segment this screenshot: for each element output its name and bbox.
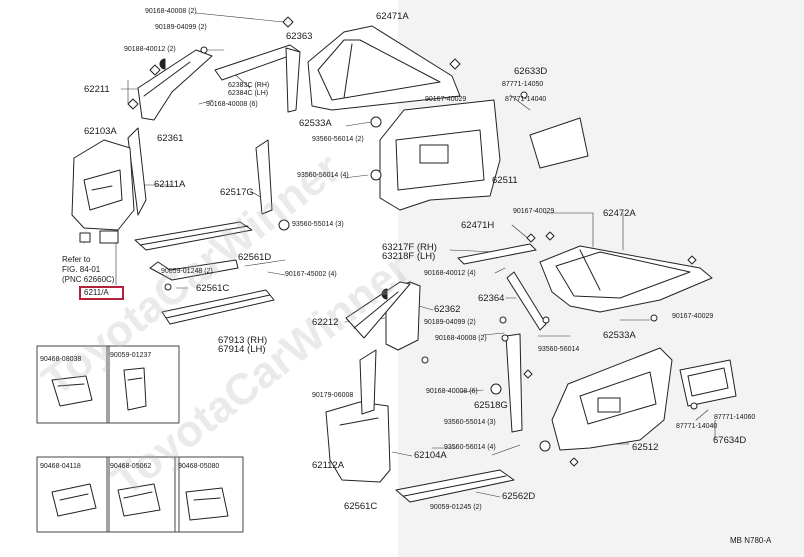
part-label[interactable]: 62361 xyxy=(157,133,184,144)
part-label[interactable]: 87771-14040 xyxy=(505,96,547,103)
part-label[interactable]: 62212 xyxy=(312,317,339,328)
part-label[interactable]: 93560-56014 (2) xyxy=(312,136,364,143)
reference-note: Refer to FIG. 84-01 (PNC 62660C) xyxy=(62,255,115,284)
part-label[interactable]: 90188-40012 (2) xyxy=(124,46,176,53)
part-label[interactable]: 93560-55014 (3) xyxy=(444,419,496,426)
front-pillar-garnish xyxy=(127,44,301,216)
part-label[interactable]: 62383C (RH) xyxy=(228,82,270,89)
trim-panel-upper xyxy=(379,99,501,211)
center-pillar-garnish xyxy=(255,139,421,351)
part-label[interactable]: 62363 xyxy=(286,31,313,42)
diagram-id: MB N780-A xyxy=(730,536,772,545)
part-label[interactable]: 62471A xyxy=(376,11,409,22)
part-label[interactable]: 90168-40012 (4) xyxy=(424,270,476,277)
inset-label[interactable]: 90468-05080 xyxy=(178,463,220,470)
trim-panel-lower xyxy=(551,347,737,451)
part-label[interactable]: 63218F (LH) xyxy=(382,251,436,262)
part-label[interactable]: 62533A xyxy=(299,118,332,129)
part-label[interactable]: 62111A xyxy=(154,179,186,190)
part-label[interactable]: 62533A xyxy=(603,330,636,341)
part-label[interactable]: 62561D xyxy=(238,252,272,263)
rear-sill-plate xyxy=(395,469,515,503)
part-label[interactable]: 62511 xyxy=(492,175,518,186)
part-label[interactable]: 62103A xyxy=(84,126,117,137)
part-label[interactable]: 93560-55014 (3) xyxy=(292,221,344,228)
part-label[interactable]: 62561C xyxy=(344,501,378,512)
quarter-glass-panel xyxy=(529,117,589,169)
quarter-trim-front xyxy=(71,139,135,231)
part-label[interactable]: 62104A xyxy=(414,450,447,461)
part-label[interactable]: 90167-45002 (4) xyxy=(285,271,337,278)
inset-parts xyxy=(51,367,229,521)
part-label[interactable]: 62512 xyxy=(632,442,659,453)
part-label[interactable]: 90189-04099 (2) xyxy=(155,24,207,31)
inset-label[interactable]: 90468-04118 xyxy=(40,463,81,470)
part-label[interactable]: 62112A xyxy=(312,460,345,471)
part-label[interactable]: 62362 xyxy=(434,304,461,315)
part-label[interactable]: 67914 (LH) xyxy=(218,344,266,355)
part-label[interactable]: 62364 xyxy=(478,293,505,304)
part-label[interactable]: 90189-04099 (2) xyxy=(424,319,476,326)
part-label[interactable]: 62472A xyxy=(603,208,636,219)
part-label[interactable]: 93560-56014 (4) xyxy=(444,444,496,451)
part-label[interactable]: 90168-40008 (6) xyxy=(426,388,478,395)
part-label[interactable]: 90059-01248 (2) xyxy=(161,268,213,275)
inset-label[interactable]: 90468-08038 xyxy=(40,356,82,363)
inset-label[interactable]: 90468-05062 xyxy=(110,463,152,470)
part-label[interactable]: 62562D xyxy=(502,491,536,502)
part-label[interactable]: 90167-40029 xyxy=(672,313,714,320)
part-label[interactable]: 62561C xyxy=(196,283,230,294)
highlight-box[interactable] xyxy=(79,286,124,300)
part-label[interactable]: 90167-40029 xyxy=(425,96,467,103)
quarter-window-trim xyxy=(307,25,461,111)
part-label[interactable]: 90179-06008 xyxy=(312,392,354,399)
part-label[interactable]: 90168-40008 (2) xyxy=(145,8,197,15)
fastener-markers xyxy=(127,16,698,467)
part-label[interactable]: 93560-56014 (4) xyxy=(297,172,349,179)
part-label[interactable]: 62633D xyxy=(514,66,548,77)
part-label[interactable]: 62471H xyxy=(461,220,495,231)
part-label[interactable]: 87771-14040 xyxy=(676,423,718,430)
part-label[interactable]: 63217F (RH) xyxy=(382,242,437,253)
scuff-plates xyxy=(134,221,275,325)
part-label[interactable]: 87771-14050 xyxy=(502,81,544,88)
inset-frames xyxy=(36,345,244,533)
part-label[interactable]: 90168-40008 (2) xyxy=(435,335,487,342)
inset-label[interactable]: 90059-01237 xyxy=(110,352,152,359)
part-label[interactable]: 62517G xyxy=(220,187,254,198)
note-clips xyxy=(79,230,119,244)
part-label[interactable]: 90167-40029 xyxy=(513,208,555,215)
part-label[interactable]: 87771-14060 xyxy=(714,414,756,421)
part-label[interactable]: 90168-40008 (6) xyxy=(206,101,258,108)
part-label[interactable]: 67634D xyxy=(713,435,747,446)
part-label[interactable]: 62518G xyxy=(474,400,508,411)
highlight-part-label[interactable]: 6211/A xyxy=(84,288,109,297)
part-label[interactable]: 67913 (RH) xyxy=(218,335,268,346)
part-label[interactable]: 93560-56014 xyxy=(538,346,580,353)
part-label[interactable]: 62211 xyxy=(84,84,110,95)
part-label[interactable]: 62384C (LH) xyxy=(228,90,269,97)
part-label[interactable]: 90059-01245 (2) xyxy=(430,504,482,511)
roof-side-rail xyxy=(457,243,713,331)
lower-pillar-trim xyxy=(325,333,523,483)
